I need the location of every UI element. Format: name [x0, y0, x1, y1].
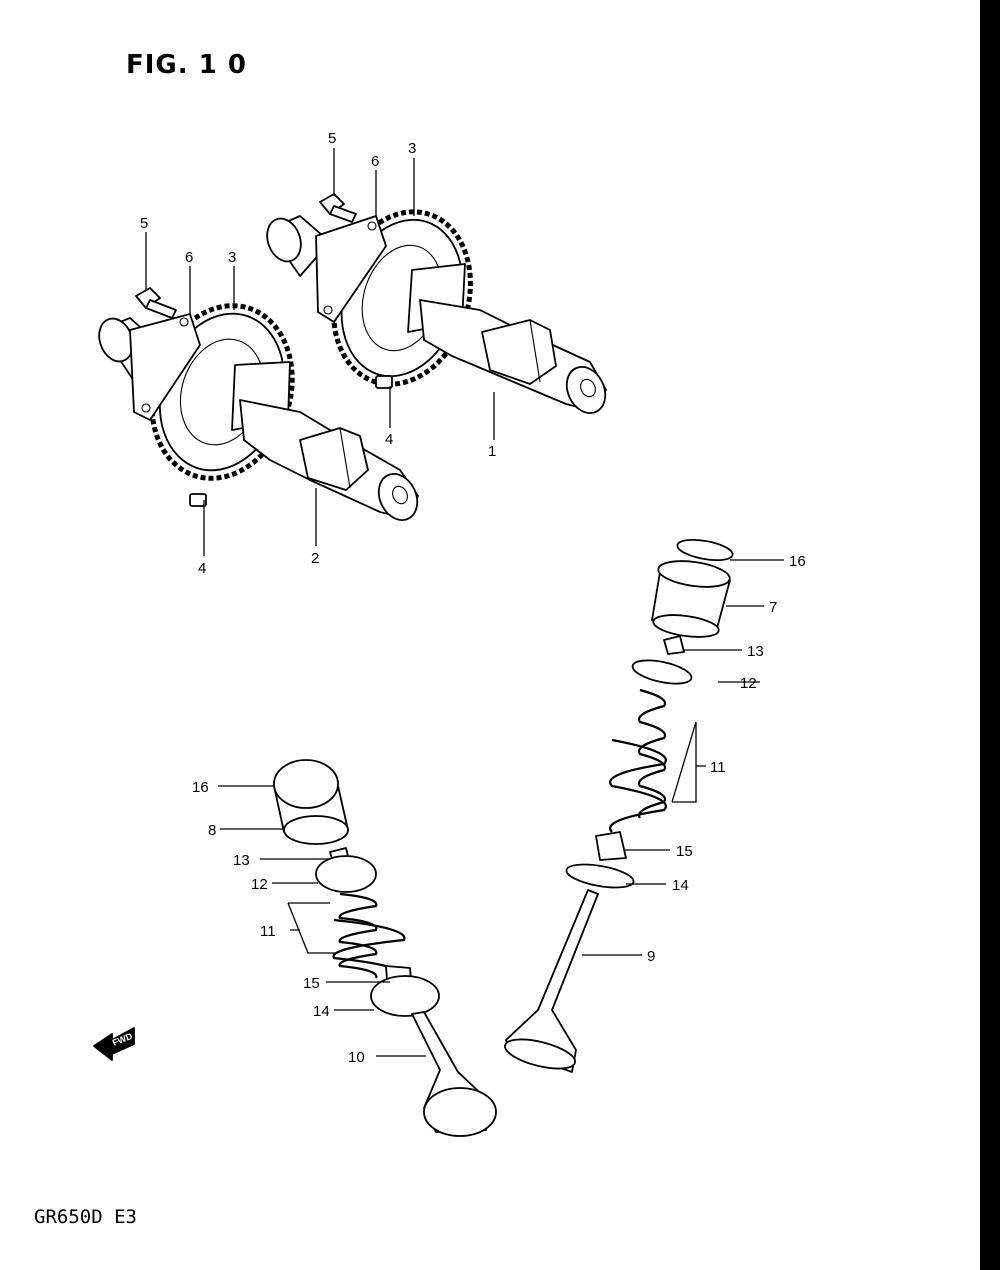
- retainer-right: [631, 659, 693, 685]
- callout-5a: 5: [140, 215, 148, 232]
- callout-11a: 11: [710, 759, 726, 776]
- leader-lines: [145, 148, 784, 1057]
- callout-10: 10: [348, 1049, 365, 1066]
- callout-1: 1: [488, 443, 496, 460]
- callout-7: 7: [769, 599, 777, 616]
- camshaft-1-assembly: [266, 193, 607, 414]
- retainer-left: [315, 855, 377, 893]
- dowel-pin-left: [189, 493, 207, 507]
- callout-2: 2: [311, 550, 319, 567]
- spring-right: [609, 688, 667, 833]
- cotter-right: [663, 635, 685, 655]
- callout-5b: 5: [328, 130, 336, 147]
- spring-seat-left: [370, 975, 440, 1017]
- valve-right: [504, 889, 599, 1073]
- model-code: GR650D E3: [34, 1206, 137, 1228]
- callout-15b: 15: [303, 975, 320, 992]
- callout-16a: 16: [789, 553, 806, 570]
- callout-16b: 16: [192, 779, 209, 796]
- shim-right: [676, 538, 734, 562]
- callout-4a: 4: [198, 560, 206, 577]
- bolt-left: [135, 287, 177, 319]
- callout-6b: 6: [371, 153, 379, 170]
- figure-title: FIG. 1 0: [126, 50, 247, 80]
- callout-8: 8: [208, 822, 216, 839]
- callout-4b: 4: [385, 431, 393, 448]
- spring-left: [332, 892, 406, 979]
- callout-11b: 11: [260, 923, 276, 940]
- spring-seat-right: [565, 863, 635, 889]
- page-edge-bar: [980, 0, 1000, 1270]
- callout-12a: 12: [740, 675, 757, 692]
- valve-train-right: [504, 538, 734, 1073]
- valve-left: [411, 1011, 497, 1137]
- callout-15a: 15: [676, 843, 693, 860]
- valve-seal-right: [595, 831, 627, 861]
- callout-14b: 14: [313, 1003, 330, 1020]
- callout-6a: 6: [185, 249, 193, 266]
- callout-14a: 14: [672, 877, 689, 894]
- callout-12b: 12: [251, 876, 268, 893]
- valve-train-left: [273, 759, 497, 1137]
- callout-numbers: 1 2 3 3 4 4 5 5 6 6 7 8 9 10 11 11 12 12…: [140, 130, 806, 1066]
- callout-13a: 13: [747, 643, 764, 660]
- callout-9: 9: [647, 948, 655, 965]
- callout-13b: 13: [233, 852, 250, 869]
- bolt-right: [319, 193, 357, 223]
- fwd-arrow-icon: FWD: [93, 1027, 135, 1061]
- tappet-right: [651, 560, 731, 638]
- callout-3b: 3: [408, 140, 416, 157]
- camshaft-2-assembly: [98, 287, 419, 521]
- dowel-pin-right: [375, 375, 393, 389]
- tappet-left: [273, 759, 349, 845]
- callout-3a: 3: [228, 249, 236, 266]
- cam-plate-right: [315, 215, 387, 323]
- cam-plate-left: [129, 313, 201, 421]
